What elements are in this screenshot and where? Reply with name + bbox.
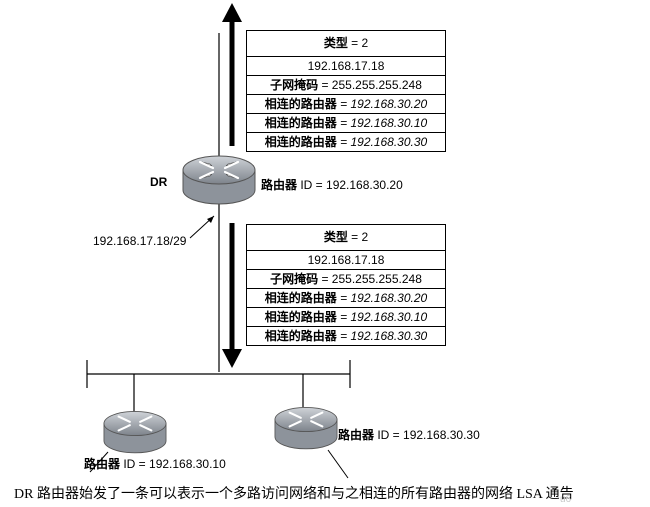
- lsa-attached-value: = 192.168.30.20: [336, 97, 428, 111]
- lsa-address: 192.168.17.18: [307, 59, 385, 73]
- lsa-type-value: = 2: [347, 36, 369, 50]
- lsa-type-value: = 2: [347, 230, 369, 244]
- lsa-mask-value: = 255.255.255.248: [318, 78, 422, 92]
- lsa-address-row: 192.168.17.18: [247, 56, 445, 75]
- lsa-mask-label: 子网掩码: [270, 78, 319, 92]
- lsa-attached-row: 相连的路由器 = 192.168.30.10: [247, 113, 445, 132]
- flood-arrow-head-down: [222, 349, 242, 368]
- lsa-address: 192.168.17.18: [307, 253, 385, 267]
- lsa-attached-value: = 192.168.30.30: [336, 135, 428, 149]
- lsa-attached-value: = 192.168.30.10: [336, 116, 428, 130]
- right-router-id: 路由器 ID = 192.168.30.30: [338, 426, 480, 443]
- dr-router-id: 路由器 ID = 192.168.30.20: [261, 176, 403, 193]
- lsa-type-row: 类型 = 2: [247, 31, 445, 56]
- lsa-attached-label: 相连的路由器: [264, 310, 337, 324]
- router-icon: [103, 411, 167, 454]
- network-lsa-top: 类型 = 2 192.168.17.18 子网掩码 = 255.255.255.…: [246, 30, 446, 152]
- lsa-attached-value: = 192.168.30.20: [336, 291, 428, 305]
- lsa-type-label: 类型: [323, 230, 348, 244]
- flood-arrow-head-up: [222, 3, 242, 22]
- lsa-attached-value: = 192.168.30.30: [336, 329, 428, 343]
- router-id-value: ID = 192.168.30.10: [120, 457, 226, 471]
- watermark: u6: [560, 494, 572, 505]
- router-id-value: ID = 192.168.30.30: [374, 428, 480, 442]
- lsa-attached-label: 相连的路由器: [264, 135, 337, 149]
- lsa-mask-row: 子网掩码 = 255.255.255.248: [247, 75, 445, 94]
- lsa-mask-label: 子网掩码: [270, 272, 319, 286]
- lsa-attached-value: = 192.168.30.10: [336, 310, 428, 324]
- router-id-label: 路由器: [261, 178, 298, 192]
- lsa-mask-row: 子网掩码 = 255.255.255.248: [247, 269, 445, 288]
- lsa-address-row: 192.168.17.18: [247, 250, 445, 269]
- router-id-label: 路由器: [84, 457, 121, 471]
- figure-caption: DR 路由器始发了一条可以表示一个多路访问网络和与之相连的所有路由器的网络 LS…: [14, 487, 574, 502]
- lsa-attached-label: 相连的路由器: [264, 329, 337, 343]
- lsa-type-label: 类型: [323, 36, 348, 50]
- dr-interface-address: 192.168.17.18/29: [93, 234, 187, 248]
- lsa-attached-row: 相连的路由器 = 192.168.30.30: [247, 326, 445, 345]
- lsa-type-row: 类型 = 2: [247, 225, 445, 250]
- router-id-label: 路由器: [338, 428, 375, 442]
- lsa-attached-row: 相连的路由器 = 192.168.30.20: [247, 288, 445, 307]
- lsa-attached-row: 相连的路由器 = 192.168.30.10: [247, 307, 445, 326]
- lsa-attached-label: 相连的路由器: [264, 97, 337, 111]
- lsa-attached-row: 相连的路由器 = 192.168.30.20: [247, 94, 445, 113]
- dr-tag: DR: [150, 175, 168, 189]
- lsa-attached-label: 相连的路由器: [264, 116, 337, 130]
- lsa-attached-label: 相连的路由器: [264, 291, 337, 305]
- network-lsa-bottom: 类型 = 2 192.168.17.18 子网掩码 = 255.255.255.…: [246, 224, 446, 346]
- left-router-id: 路由器 ID = 192.168.30.10: [84, 455, 226, 472]
- router-id-value: ID = 192.168.30.20: [297, 178, 403, 192]
- lsa-attached-row: 相连的路由器 = 192.168.30.30: [247, 132, 445, 151]
- router-icon: [182, 155, 256, 205]
- lsa-mask-value: = 255.255.255.248: [318, 272, 422, 286]
- router-icon: [274, 407, 338, 450]
